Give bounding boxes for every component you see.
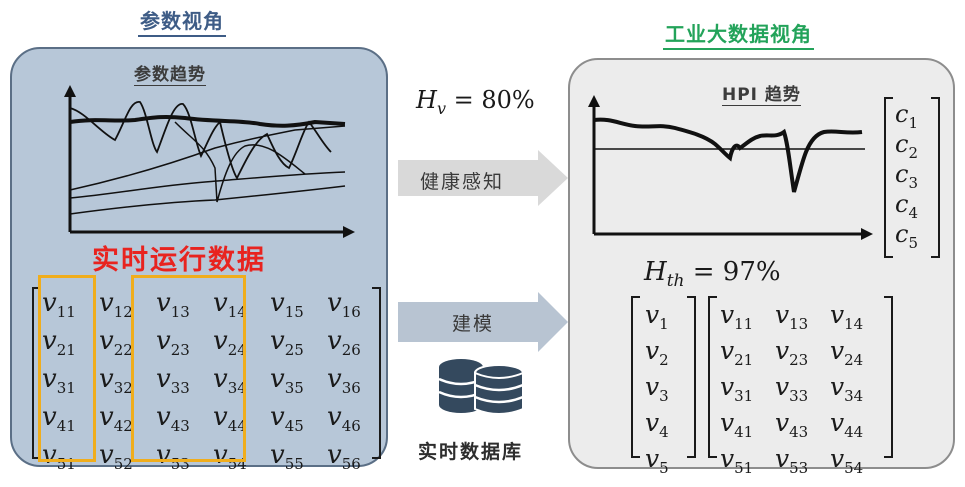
series-flat <box>69 171 346 199</box>
matrix-cell: v1 <box>645 300 669 333</box>
series-rising <box>69 125 346 191</box>
highlight-column-1 <box>38 275 96 462</box>
selected-parameter-matrix: v11 v13 v14 v21 v23 v24 v31 v33 v34 v41 v43 v44 v51 v… <box>720 296 885 477</box>
matrix-cell: v31 <box>42 364 76 398</box>
matrix-cell: v41 <box>42 402 76 436</box>
matrix-cell: v23 <box>156 326 190 360</box>
v-vector-bracket-right <box>687 296 696 458</box>
matrix-cell: v24 <box>213 326 247 360</box>
hpi-trend-chart <box>588 95 873 240</box>
series-dip <box>174 121 306 203</box>
c-vector-bracket-right <box>931 97 940 258</box>
matrix-cell: v55 <box>270 440 304 474</box>
y-axis-arrow <box>64 85 76 97</box>
matrix-cell: v3 <box>645 372 669 405</box>
matrix-cell: v13 <box>156 288 190 322</box>
x-axis-arrow <box>343 226 355 238</box>
matrix-cell: v43 <box>775 408 809 441</box>
matrix-cell: v4 <box>645 408 669 441</box>
matrix-cell: v34 <box>830 372 864 405</box>
matrix-cell: v36 <box>327 364 361 398</box>
matrix-cell: v21 <box>720 336 754 369</box>
left-matrix-bracket-right <box>372 287 381 459</box>
database-icon <box>438 359 524 415</box>
y-axis-arrow <box>588 95 600 107</box>
matrix-cell: v11 <box>720 300 754 333</box>
x-axis-arrow <box>861 228 873 240</box>
matrix-cell: v14 <box>830 300 864 333</box>
matrix-cell: v44 <box>830 408 864 441</box>
matrix-cell: v51 <box>720 444 754 477</box>
health-perception-arrow <box>398 150 568 206</box>
matrix-cell: v25 <box>270 326 304 360</box>
matrix-cell: v56 <box>327 440 361 474</box>
matrix-cell: v12 <box>99 288 133 322</box>
matrix-cell: v53 <box>775 444 809 477</box>
matrix-cell: v54 <box>830 444 864 477</box>
left-title: 参数视角 <box>138 5 226 37</box>
parameter-matrix: v11 v12 v13 v14 v15 v16 v21 v22 v23 v24 v25 v26 v31 v… <box>42 284 384 474</box>
matrix-cell: v33 <box>156 364 190 398</box>
parameter-trend-chart <box>64 85 355 238</box>
matrix-cell: c2 <box>895 130 918 162</box>
hpi-series <box>593 117 863 193</box>
matrix-cell: v11 <box>42 288 76 322</box>
matrix-cell: v31 <box>720 372 754 405</box>
matrix-cell: v42 <box>99 402 133 436</box>
matrix-cell: v14 <box>213 288 247 322</box>
selected-matrix-bracket-left <box>708 296 717 458</box>
matrix-cell: v34 <box>213 364 247 398</box>
matrix-cell: v16 <box>327 288 361 322</box>
series-thick <box>69 114 346 128</box>
matrix-cell: v26 <box>327 326 361 360</box>
matrix-cell: v2 <box>645 336 669 369</box>
right-title: 工业大数据视角 <box>663 18 814 50</box>
matrix-cell: c5 <box>895 220 918 252</box>
matrix-cell: v22 <box>99 326 133 360</box>
matrix-cell: v13 <box>775 300 809 333</box>
matrix-cell: v33 <box>775 372 809 405</box>
health-perception-label: 健康感知 <box>420 171 505 193</box>
matrix-cell: v23 <box>775 336 809 369</box>
realtime-database-label: 实时数据库 <box>418 441 524 463</box>
matrix-cell: v32 <box>99 364 133 398</box>
selected-matrix-bracket-right <box>884 296 893 458</box>
highlight-columns-3-4 <box>131 275 246 462</box>
matrix-cell: c1 <box>895 100 918 132</box>
parameter-view-panel <box>10 47 388 467</box>
series-low <box>69 185 346 215</box>
matrix-cell: v41 <box>720 408 754 441</box>
realtime-data-label: 实时运行数据 <box>92 245 266 276</box>
left-matrix-bracket-left <box>32 287 41 459</box>
matrix-cell: v21 <box>42 326 76 360</box>
matrix-cell: c3 <box>895 160 918 192</box>
matrix-cell: v46 <box>327 402 361 436</box>
matrix-cell: v44 <box>213 402 247 436</box>
series-oscillating <box>69 101 332 180</box>
hpi-trend-title: HPI 趋势 <box>722 80 801 106</box>
matrix-cell: v52 <box>99 440 133 474</box>
parameter-trend-title: 参数趋势 <box>134 60 206 86</box>
v-vector-bracket-left <box>631 296 640 458</box>
matrix-cell: v5 <box>645 444 669 477</box>
hv-equation: Hv = 80% <box>416 86 535 118</box>
matrix-cell: v24 <box>830 336 864 369</box>
modeling-arrow <box>398 292 568 352</box>
c-vector-bracket-left <box>884 97 893 258</box>
modeling-label: 建模 <box>452 313 495 335</box>
matrix-cell: v45 <box>270 402 304 436</box>
matrix-cell: v35 <box>270 364 304 398</box>
matrix-cell: v43 <box>156 402 190 436</box>
hth-equation: Hth = 97% <box>644 257 781 292</box>
matrix-cell: c4 <box>895 190 918 222</box>
matrix-cell: v15 <box>270 288 304 322</box>
